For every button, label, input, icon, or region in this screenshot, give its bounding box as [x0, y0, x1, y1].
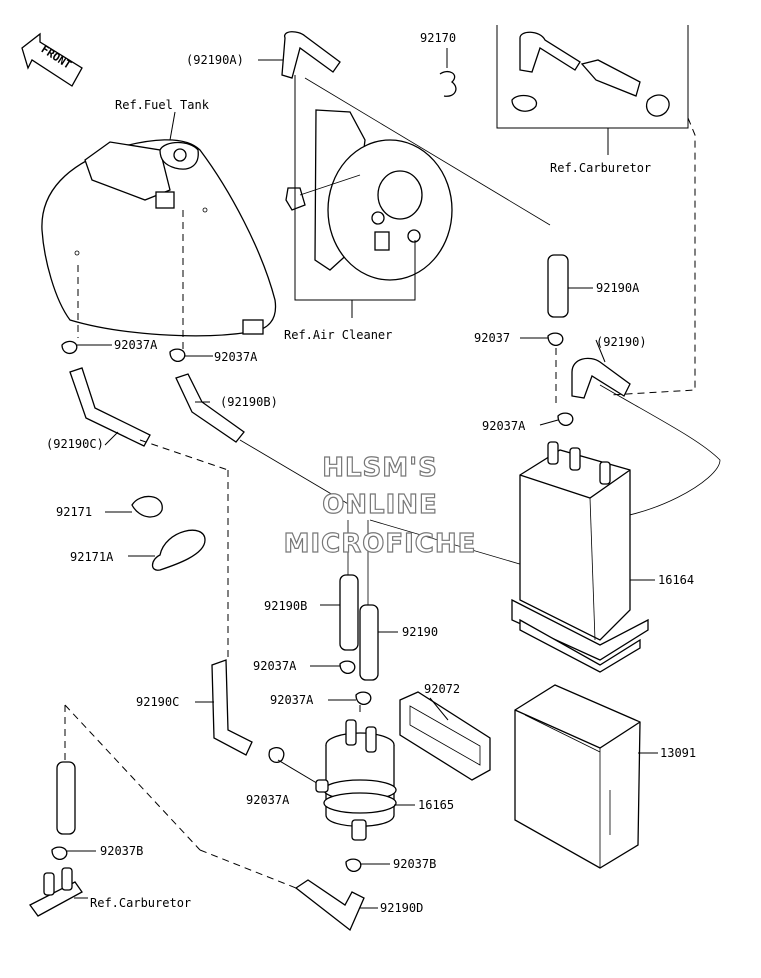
carburetor-top-ref: [496, 25, 689, 129]
fuel-filter-16165: [315, 719, 397, 841]
front-arrow-icon: FRONT: [21, 32, 83, 87]
label-92190-paren: (92190): [596, 335, 647, 349]
label-16164: 16164: [658, 573, 694, 587]
label-92171A: 92171A: [70, 550, 114, 564]
label-92190: 92190: [402, 625, 438, 639]
watermark-line-1: HLSM'S: [322, 453, 438, 483]
label-92190B-paren: (92190B): [220, 395, 278, 409]
label-92037B-left: 92037B: [100, 844, 143, 858]
label-92190C: 92190C: [136, 695, 179, 709]
label-92037A-mid: 92037A: [253, 659, 297, 673]
label-ref-fuel-tank: Ref.Fuel Tank: [115, 98, 210, 112]
label-ref-carburetor-top: Ref.Carburetor: [550, 161, 651, 175]
fuel-tank: [41, 139, 277, 337]
label-92171: 92171: [56, 505, 92, 519]
label-92170: 92170: [420, 31, 456, 45]
label-92190A-right: 92190A: [596, 281, 640, 295]
watermark-line-3: MICROFICHE: [284, 529, 477, 559]
air-cleaner: [285, 109, 453, 281]
label-92072: 92072: [424, 682, 460, 696]
clamps: [51, 332, 574, 873]
label-92037A-filter-top: 92037A: [270, 693, 314, 707]
label-92037A-canister: 92037A: [482, 419, 526, 433]
label-13091: 13091: [660, 746, 696, 760]
carburetor-bottom-ref: [29, 867, 83, 917]
case-13091: [514, 684, 641, 869]
label-92190D: 92190D: [380, 901, 423, 915]
label-92037B-right: 92037B: [393, 857, 436, 871]
label-16165: 16165: [418, 798, 454, 812]
label-92190A-top: (92190A): [186, 53, 244, 67]
label-92190C-paren: (92190C): [46, 437, 104, 451]
label-ref-carburetor-bottom: Ref.Carburetor: [90, 896, 191, 910]
label-92190B: 92190B: [264, 599, 307, 613]
label-ref-air-cleaner: Ref.Air Cleaner: [284, 328, 392, 342]
label-92037A-tank-mid: 92037A: [214, 350, 258, 364]
label-92037A-filter-left: 92037A: [246, 793, 290, 807]
label-92037-right: 92037: [474, 331, 510, 345]
canister-16164: [511, 441, 649, 673]
watermark-line-2: ONLINE: [322, 490, 438, 520]
label-92037A-tank-left: 92037A: [114, 338, 158, 352]
